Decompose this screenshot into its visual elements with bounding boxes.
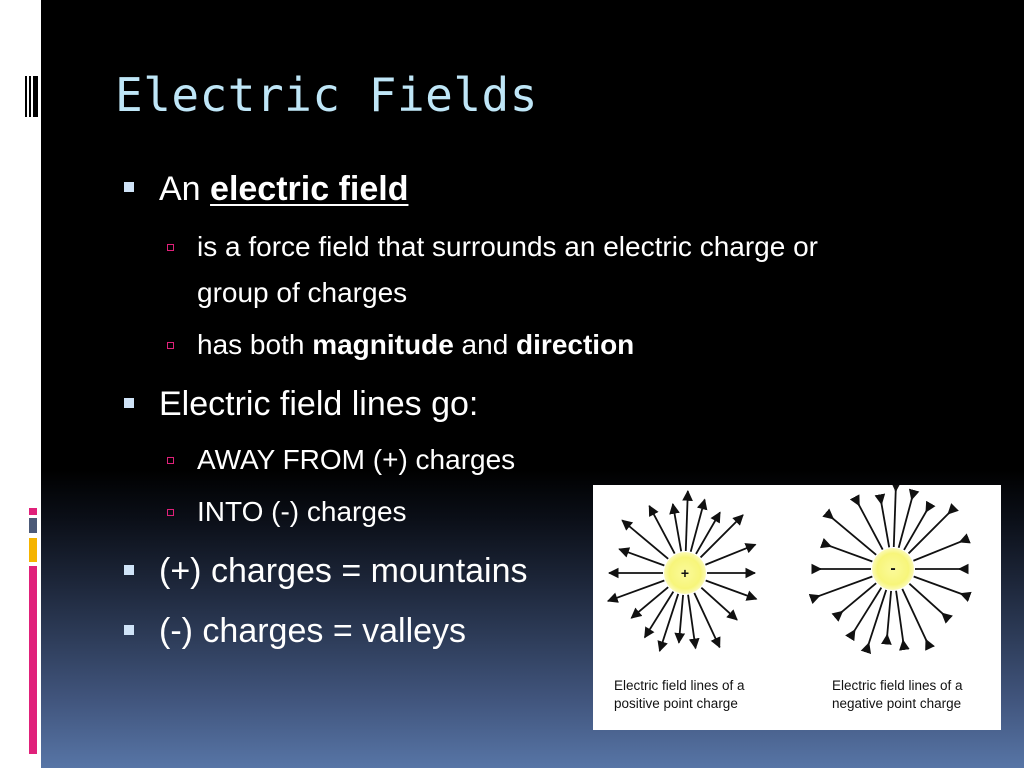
negative-charge-circle xyxy=(872,548,914,590)
text: has both xyxy=(197,329,313,360)
definition-line-2: group of charges xyxy=(197,277,408,308)
positive-caption: Electric field lines of a positive point… xyxy=(614,677,745,713)
slide-title: Electric Fields xyxy=(115,68,538,122)
sub-bullet-into: INTO (-) charges xyxy=(197,496,407,527)
term-magnitude: magnitude xyxy=(312,329,454,360)
minus-sign: - xyxy=(890,560,895,577)
sub-bullet-square-icon xyxy=(167,457,174,464)
term-direction: direction xyxy=(516,329,635,360)
accent-bar-pink-long xyxy=(29,566,37,754)
accent-bar-gray xyxy=(29,518,37,533)
sub-bullet-square-icon xyxy=(167,509,174,516)
negative-caption: Electric field lines of a negative point… xyxy=(832,677,963,713)
accent-bar-pink-small xyxy=(29,508,37,515)
text: and xyxy=(453,329,517,360)
caption-line: negative point charge xyxy=(832,696,962,711)
negative-charge-diagram: - xyxy=(808,485,972,655)
plus-sign: + xyxy=(681,565,689,581)
caption-line: Electric field lines of a xyxy=(832,678,963,693)
bullet-square-icon xyxy=(124,182,134,192)
positive-charge-diagram: + xyxy=(606,489,758,653)
sub-bullet-square-icon xyxy=(167,342,174,349)
caption-line: positive point charge xyxy=(614,696,738,711)
term-electric-field: electric field xyxy=(210,170,409,208)
bullet-mountains: (+) charges = mountains xyxy=(159,552,528,590)
bullet-square-icon xyxy=(124,398,134,408)
sub-bullet-definition: is a force field that surrounds an elect… xyxy=(197,224,818,316)
definition-line-1: is a force field that surrounds an elect… xyxy=(197,231,818,262)
positive-charge-circle xyxy=(664,552,706,594)
caption-line: Electric field lines of a xyxy=(614,678,745,693)
bullet-square-icon xyxy=(124,565,134,575)
bullet-electric-field: An electric field xyxy=(159,170,408,209)
field-lines-figure: + - Electric field lines of a positive p… xyxy=(593,485,1001,730)
accent-bar-gold xyxy=(29,538,37,562)
edge-stripes-decoration xyxy=(25,76,41,117)
sub-bullet-away-from: AWAY FROM (+) charges xyxy=(197,444,516,475)
bullet-valleys: (-) charges = valleys xyxy=(159,612,467,650)
field-lines-diagram: + - xyxy=(606,485,972,655)
sub-bullet-square-icon xyxy=(167,244,174,251)
sub-bullet-magnitude-direction: has both magnitude and direction xyxy=(197,322,634,368)
bullet-text: An xyxy=(159,170,211,208)
bullet-square-icon xyxy=(124,625,134,635)
bullet-field-lines: Electric field lines go: xyxy=(159,385,479,423)
